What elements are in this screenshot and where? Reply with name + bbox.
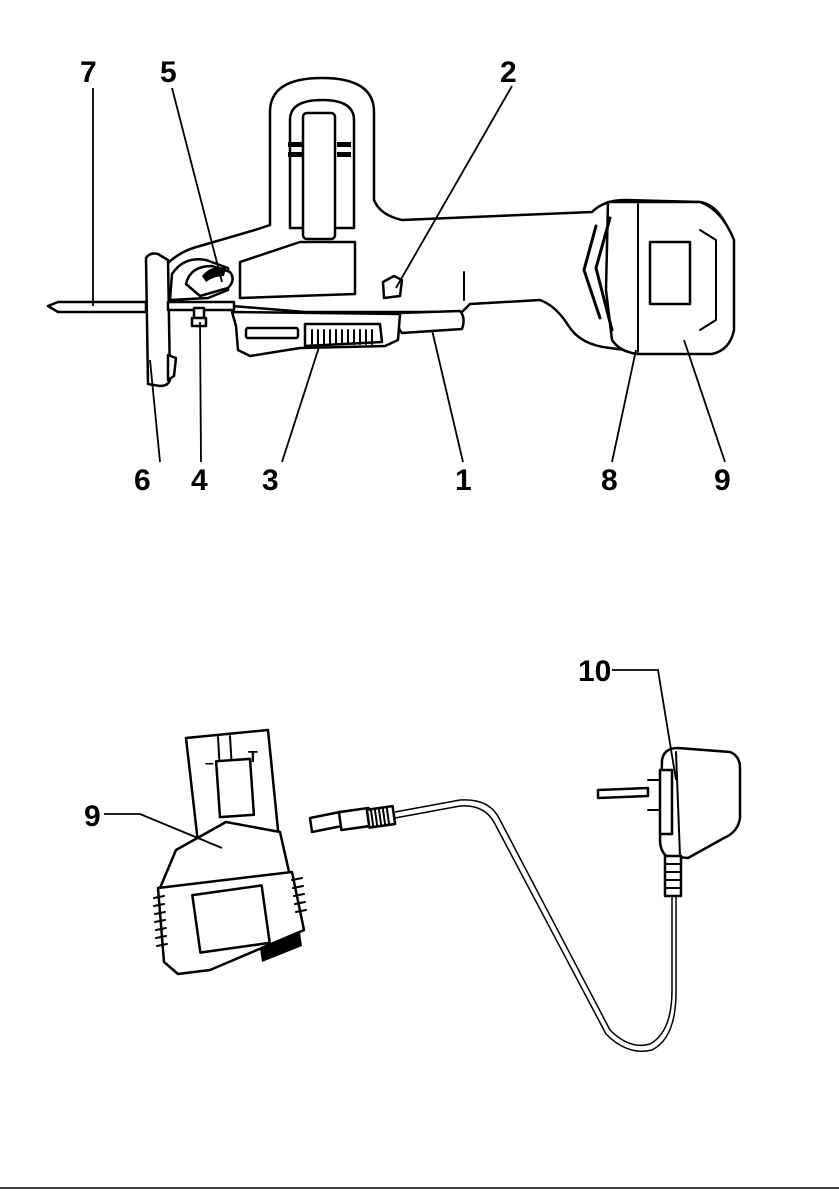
charger-prongs: [598, 788, 648, 798]
battery-minus-mark: –: [205, 755, 214, 772]
callout-6: 6: [134, 464, 151, 497]
callout-5: 5: [160, 56, 177, 89]
switch-lock: [383, 276, 402, 298]
shoe-screw: [192, 308, 206, 326]
shoe-plate: [146, 254, 170, 387]
charger-cord-strain-relief: [665, 856, 681, 896]
callouts-bottom: 9 10: [84, 655, 611, 833]
barrel-plug: [310, 812, 342, 832]
callout-9-top: 9: [714, 464, 731, 497]
callout-3: 3: [262, 464, 279, 497]
callout-10: 10: [578, 655, 611, 688]
saw-blade: [48, 302, 146, 312]
callout-9-bottom: 9: [84, 800, 101, 833]
callout-8: 8: [601, 464, 618, 497]
callout-4: 4: [191, 464, 208, 497]
battery-label: [192, 885, 269, 952]
trigger: [398, 311, 464, 333]
charger-unit: [598, 748, 740, 896]
callout-2: 2: [500, 56, 517, 89]
battery-pack-illustration: – T: [154, 730, 306, 974]
battery-window: [650, 242, 690, 304]
charger-cord: [310, 800, 676, 1051]
handle-grip: [303, 113, 335, 239]
callout-7: 7: [80, 56, 97, 89]
battery-t-mark: T: [248, 749, 258, 766]
saw-illustration: [48, 78, 734, 386]
guide-slot: [246, 328, 298, 338]
callout-1: 1: [455, 464, 472, 497]
